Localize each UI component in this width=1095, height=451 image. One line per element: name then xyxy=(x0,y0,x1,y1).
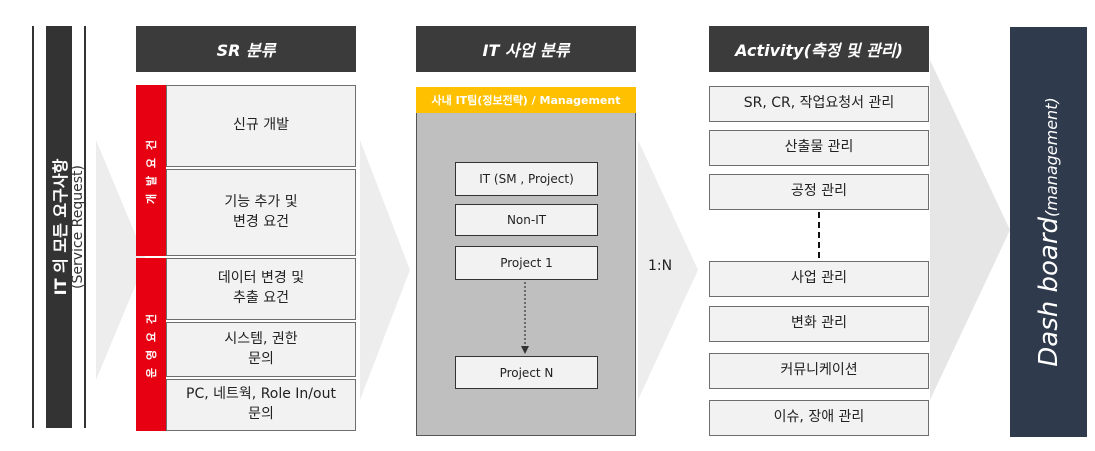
activity-deliverables: 산출물 관리 xyxy=(709,130,929,166)
flow-chevron-3 xyxy=(638,140,698,400)
activity-change: 변화 관리 xyxy=(709,306,929,342)
service-request-subtitle: (Service Request) xyxy=(70,165,86,289)
it-item-project-1: Project 1 xyxy=(455,246,598,280)
sr-header: SR 분류 xyxy=(136,26,356,72)
dashboard-title: Dash board(management) xyxy=(1034,97,1064,366)
dashboard-title-sub: (management) xyxy=(1041,97,1061,217)
it-team-banner: 사내 IT팀(정보전략) / Management xyxy=(416,87,636,113)
sr-item-pc-network: PC, 네트웍, Role In/out 문의 xyxy=(166,379,356,431)
it-item-non-it: Non-IT xyxy=(455,204,598,236)
it-item-project-n: Project N xyxy=(455,356,598,389)
flow-chevron-4 xyxy=(930,60,1010,400)
ops-requirements-label: 운 영 요 건 xyxy=(145,311,158,378)
ratio-label: 1:N xyxy=(648,258,673,274)
dev-requirements-tag: 개 발 요 건 xyxy=(136,85,166,256)
it-item-sm-project: IT (SM , Project) xyxy=(455,162,598,196)
project-range-arrow xyxy=(521,282,529,354)
flow-chevron-2 xyxy=(360,140,410,400)
service-request-title: IT 의 모든 요구사항 xyxy=(51,158,70,296)
sr-item-new-dev: 신규 개발 xyxy=(166,85,356,167)
dashboard-panel: Dash board(management) xyxy=(1010,27,1087,437)
it-header: IT 사업 분류 xyxy=(416,26,636,72)
dev-requirements-label: 개 발 요 건 xyxy=(145,137,158,204)
dashboard-title-main: Dash board xyxy=(1033,216,1064,367)
activity-sr-cr: SR, CR, 작업요청서 관리 xyxy=(709,86,929,122)
sr-item-data-change: 데이터 변경 및 추출 요건 xyxy=(166,258,356,320)
activity-dashed-connector xyxy=(818,212,820,260)
service-request-bar: IT 의 모든 요구사항 (Service Request) xyxy=(22,26,96,428)
sr-item-feature-change: 기능 추가 및 변경 요건 xyxy=(166,169,356,256)
activity-issues: 이슈, 장애 관리 xyxy=(709,400,929,436)
sr-item-system-inquiry: 시스템, 권한 문의 xyxy=(166,322,356,377)
activity-header: Activity(측정 및 관리) xyxy=(709,26,929,72)
flow-chevron-1 xyxy=(96,140,146,380)
activity-business: 사업 관리 xyxy=(709,261,929,297)
ops-requirements-tag: 운 영 요 건 xyxy=(136,258,166,431)
activity-communication: 커뮤니케이션 xyxy=(709,353,929,389)
activity-schedule: 공정 관리 xyxy=(709,174,929,210)
